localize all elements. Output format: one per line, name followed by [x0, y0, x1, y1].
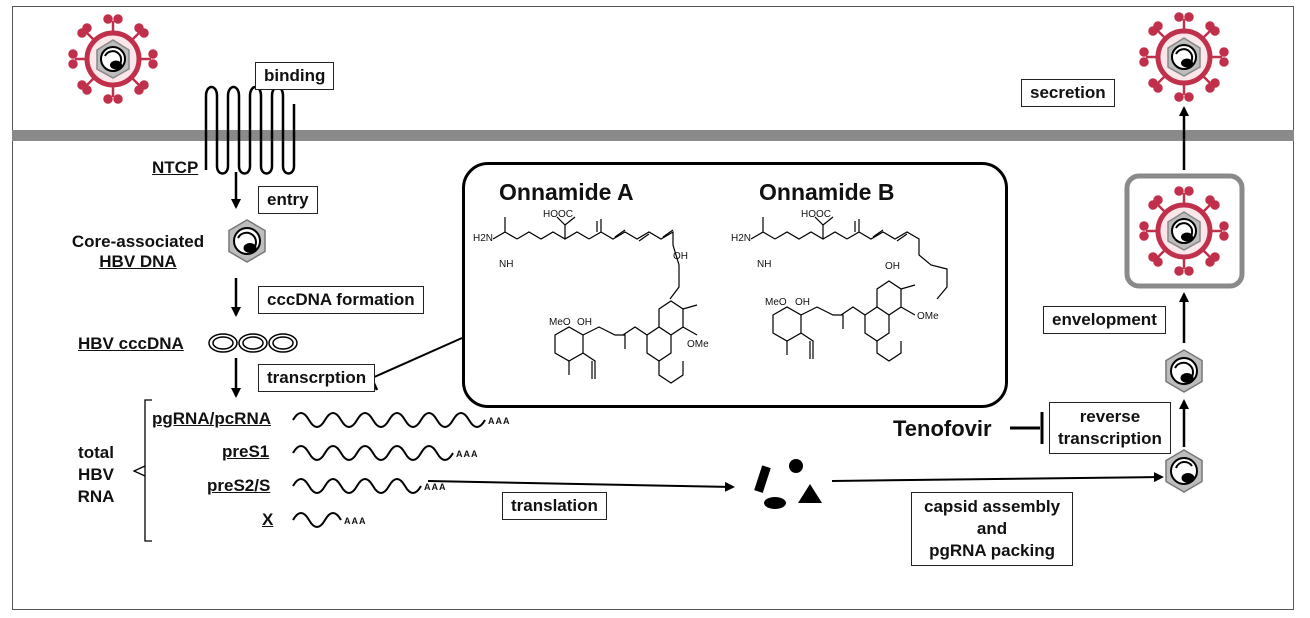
- transcription-label: transcrption: [258, 364, 376, 393]
- onnamide-b-oh-lower: OH: [795, 297, 810, 308]
- pgrna-polya: AAA: [488, 416, 511, 426]
- x-wave-icon: [292, 512, 342, 528]
- secretion-label: secretion: [1021, 79, 1115, 108]
- total-rna-line2: HBV: [78, 465, 114, 485]
- rt-label-line1: reverse: [1079, 407, 1141, 426]
- core-dna-label-line1: Core-associated: [71, 232, 205, 251]
- x-polya: AAA: [344, 516, 367, 526]
- translation-arrow: [427, 480, 735, 492]
- rt-label-line2: transcription: [1058, 429, 1162, 449]
- total-rna-label: total HBV RNA: [66, 442, 126, 508]
- hbv-virion-icon: [70, 16, 157, 103]
- ntcp-label: NTCP: [152, 158, 199, 177]
- onnamide-a-oh-upper: OH: [673, 251, 688, 262]
- pres2s-polya: AAA: [424, 482, 447, 492]
- pgrna-label: pgRNA/pcRNA: [152, 409, 271, 428]
- entry-label: entry: [258, 186, 318, 215]
- mature-capsid-icon: [1165, 349, 1203, 393]
- onnamide-b-oh-upper: OH: [885, 261, 900, 272]
- onnamide-a-title: Onnamide A: [499, 179, 634, 205]
- onnamide-a-cooh: HOOC: [543, 209, 573, 220]
- onnamide-b-title: Onnamide B: [759, 179, 895, 205]
- core-dna-label-line2: HBV DNA: [99, 251, 177, 271]
- immature-capsid-icon: [1165, 449, 1203, 493]
- envelopment-label: envelopment: [1043, 306, 1166, 335]
- onnamide-a-structure: [492, 216, 698, 384]
- binding-label: binding: [255, 62, 335, 91]
- pres2s-wave-icon: [292, 478, 422, 494]
- pres1-polya: AAA: [456, 449, 479, 459]
- figure-frame: [12, 6, 1294, 610]
- viral-proteins-icon: [754, 459, 822, 509]
- enveloped-virion-icon: [1141, 188, 1228, 275]
- assembly-arrow: [831, 472, 1164, 483]
- onnamide-a-h2n: H2N: [473, 233, 494, 244]
- pres1-label: preS1: [222, 442, 270, 461]
- capsid-assembly-line2: and: [976, 519, 1008, 539]
- onnamide-b-structure: [750, 216, 948, 362]
- core-dna-label: Core-associated HBV DNA: [58, 232, 218, 271]
- pres2s-label: preS2/S: [207, 476, 271, 495]
- tenofovir-label: Tenofovir: [893, 416, 992, 441]
- capsid-assembly-line1: capsid assembly: [924, 497, 1061, 516]
- onnamide-a-ome: OMe: [687, 339, 709, 350]
- translation-label: translation: [502, 492, 607, 521]
- capsid-assembly-line3: pgRNA packing: [929, 541, 1055, 561]
- cell-membrane: [12, 130, 1294, 141]
- onnamide-structures: [492, 216, 948, 384]
- x-label: X: [262, 510, 274, 529]
- capsid-assembly-label: capsid assembly and pgRNA packing: [911, 492, 1074, 567]
- rna-bracket: [132, 399, 152, 542]
- onnamide-b-meo: MeO: [765, 297, 787, 308]
- onnamide-panel: Onnamide A Onnamide B: [462, 162, 1008, 408]
- onnamide-b-ome: OMe: [917, 311, 939, 322]
- onnamide-a-nh: NH: [499, 259, 514, 270]
- reverse-transcription-label: reverse transcription: [1049, 402, 1171, 455]
- pgrna-wave-icon: [292, 412, 486, 428]
- cccdna-formation-label: cccDNA formation: [258, 286, 424, 315]
- total-rna-line1: total: [78, 443, 114, 462]
- core-capsid-icon: [228, 219, 266, 263]
- cccdna-label: HBV cccDNA: [78, 334, 184, 353]
- total-rna-line3: RNA: [77, 487, 115, 507]
- cccdna-icon: [208, 333, 298, 353]
- onnamide-b-nh: NH: [757, 259, 772, 270]
- pres1-wave-icon: [292, 445, 454, 461]
- onnamide-b-cooh: HOOC: [801, 209, 831, 220]
- onnamide-a-meo: MeO: [549, 317, 571, 328]
- secreted-virion-icon: [1141, 14, 1228, 101]
- onnamide-b-h2n: H2N: [731, 233, 752, 244]
- onnamide-inhibition-line: [371, 337, 463, 379]
- onnamide-a-oh-lower: OH: [577, 317, 592, 328]
